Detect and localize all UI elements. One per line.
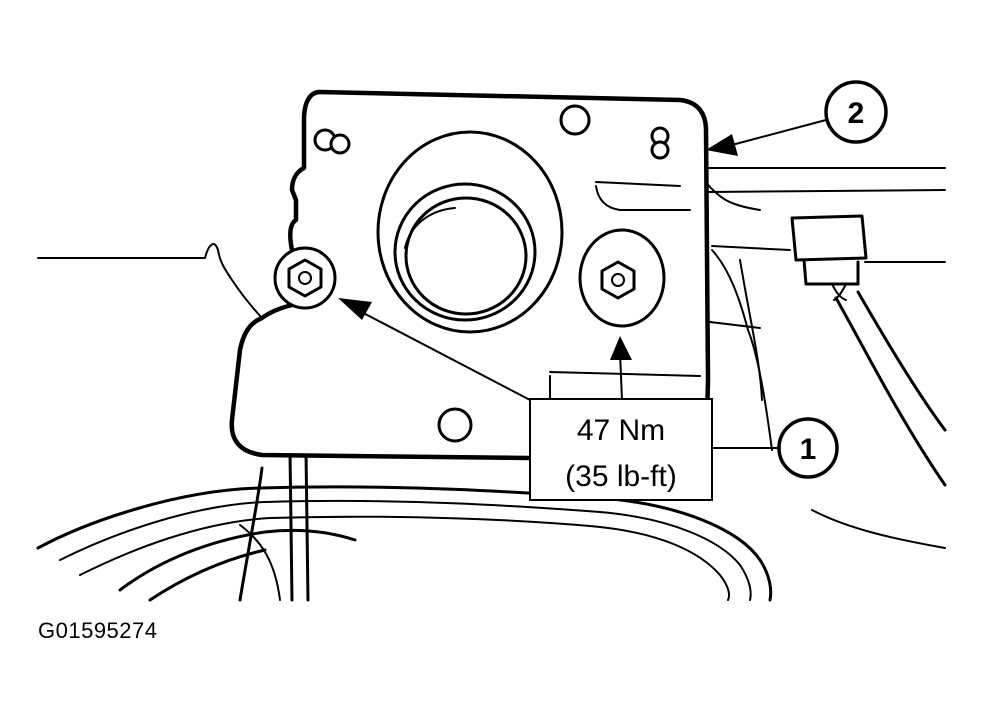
center-bore xyxy=(376,130,564,334)
leader-arrow-spec-left xyxy=(338,298,531,401)
electrical-connector xyxy=(790,214,947,487)
figure-id: G01595274 xyxy=(38,618,158,643)
bolt-right xyxy=(600,260,636,300)
callout-2-number: 2 xyxy=(848,97,865,130)
torque-spec-imperial: (35 lb-ft) xyxy=(565,460,677,493)
background-linework-left xyxy=(37,243,263,319)
callout-1-number: 1 xyxy=(800,433,817,466)
bolt-left xyxy=(273,246,337,310)
bracket-holes xyxy=(313,104,670,443)
torque-spec-box: 47 Nm (35 lb-ft) xyxy=(529,398,713,501)
background-linework-right xyxy=(701,167,946,549)
lower-lines xyxy=(36,450,773,602)
callout-2: 2 xyxy=(824,80,888,144)
leader-arrow-spec-right xyxy=(610,336,632,401)
leader-arrow-callout-2 xyxy=(706,119,827,156)
torque-spec-metric: 47 Nm xyxy=(577,414,665,447)
callout-1: 1 xyxy=(777,417,839,479)
